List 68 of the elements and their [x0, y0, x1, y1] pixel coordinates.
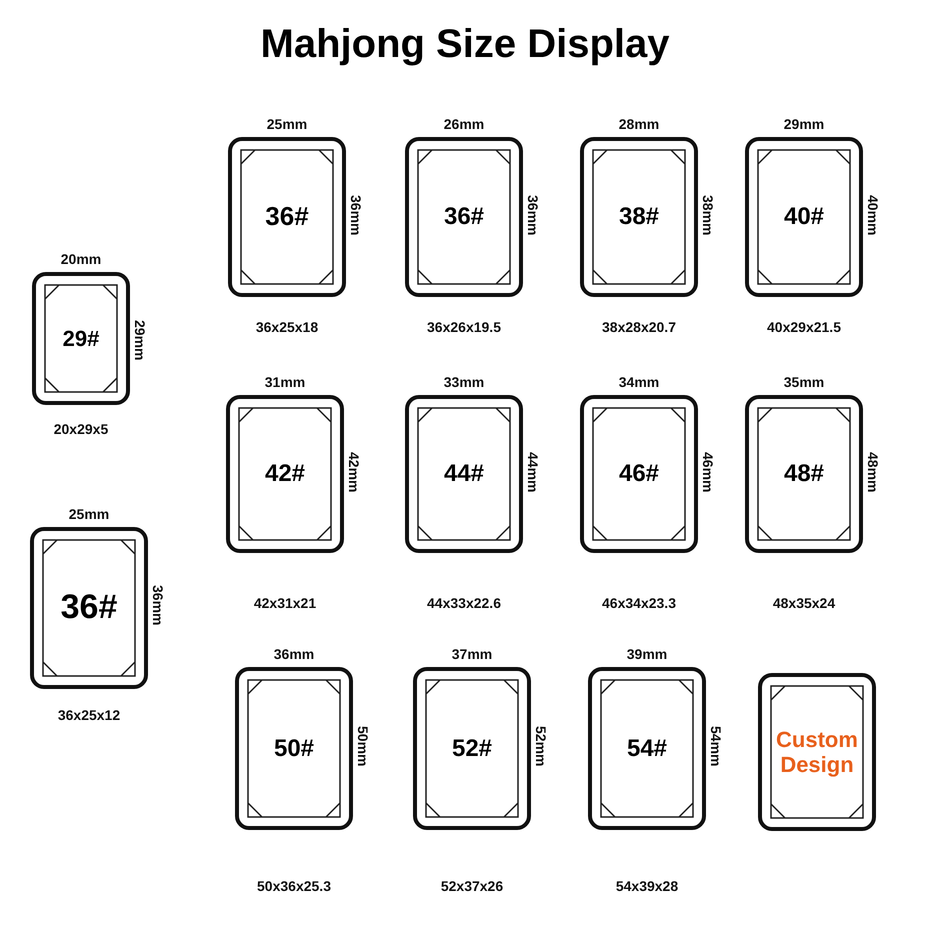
height-label: 29mm [132, 320, 148, 360]
size-label: 44x33x22.6 [426, 595, 502, 611]
height-label: 36mm [525, 194, 541, 236]
width-label: 28mm [618, 116, 660, 132]
tile-number: 42# [264, 460, 306, 488]
tile-number: 52# [450, 734, 494, 762]
mahjong-tile [588, 667, 706, 830]
height-label: 38mm [700, 194, 716, 236]
mahjong-tile [30, 527, 148, 689]
width-label: 25mm [266, 116, 308, 132]
width-label: 25mm [68, 506, 110, 522]
mahjong-tile [413, 667, 531, 830]
mahjong-tile [235, 667, 353, 830]
tile-caption: Custom Design [775, 726, 859, 778]
tile-number: 36# [442, 203, 486, 231]
height-label: 36mm [150, 585, 166, 626]
width-label: 33mm [442, 374, 486, 390]
height-label: 44mm [525, 452, 541, 492]
mahjong-tile [758, 673, 876, 831]
mahjong-tile [405, 395, 523, 553]
height-label: 50mm [355, 726, 371, 766]
height-label: 42mm [346, 452, 362, 492]
tile-number: 50# [272, 734, 316, 762]
size-label: 36x25x12 [56, 707, 122, 723]
tile-number: 29# [62, 326, 100, 352]
tile-number: 40# [782, 203, 826, 231]
height-label: 54mm [708, 726, 724, 766]
size-label: 52x37x26 [440, 878, 504, 894]
width-label: 20mm [60, 251, 102, 267]
width-label: 37mm [450, 646, 494, 662]
height-label: 52mm [533, 726, 549, 766]
width-label: 35mm [782, 374, 826, 390]
size-label: 48x35x24 [772, 595, 836, 611]
mahjong-tile [405, 137, 523, 297]
mahjong-tile [228, 137, 346, 297]
height-label: 48mm [865, 452, 881, 492]
tile-number: 38# [618, 203, 660, 231]
width-label: 34mm [618, 374, 660, 390]
height-label: 36mm [348, 194, 364, 236]
size-label: 46x34x23.3 [601, 595, 677, 611]
tile-number: 48# [782, 460, 826, 488]
width-label: 36mm [272, 646, 316, 662]
mahjong-tile [226, 395, 344, 553]
size-label: 36x25x18 [254, 319, 320, 335]
size-label: 36x26x19.5 [426, 319, 502, 335]
mahjong-tile [580, 395, 698, 553]
size-label: 50x36x25.3 [256, 878, 332, 894]
size-label: 54x39x28 [614, 878, 680, 894]
height-label: 46mm [700, 452, 716, 492]
mahjong-tile [580, 137, 698, 297]
tile-number: 54# [626, 734, 668, 762]
size-label: 38x28x20.7 [601, 319, 677, 335]
height-label: 40mm [865, 194, 881, 236]
width-label: 39mm [626, 646, 668, 662]
tile-number: 36# [264, 202, 310, 232]
size-label: 40x29x21.5 [766, 319, 842, 335]
width-label: 31mm [264, 374, 306, 390]
mahjong-tile [32, 272, 130, 405]
page-title: Mahjong Size Display [260, 22, 670, 67]
tile-number: 36# [60, 588, 118, 628]
tile-number: 46# [618, 460, 660, 488]
width-label: 26mm [442, 116, 486, 132]
mahjong-tile [745, 137, 863, 297]
tile-number: 44# [442, 460, 486, 488]
size-label: 20x29x5 [52, 421, 110, 437]
size-label: 42x31x21 [252, 595, 318, 611]
mahjong-tile [745, 395, 863, 553]
width-label: 29mm [782, 116, 826, 132]
